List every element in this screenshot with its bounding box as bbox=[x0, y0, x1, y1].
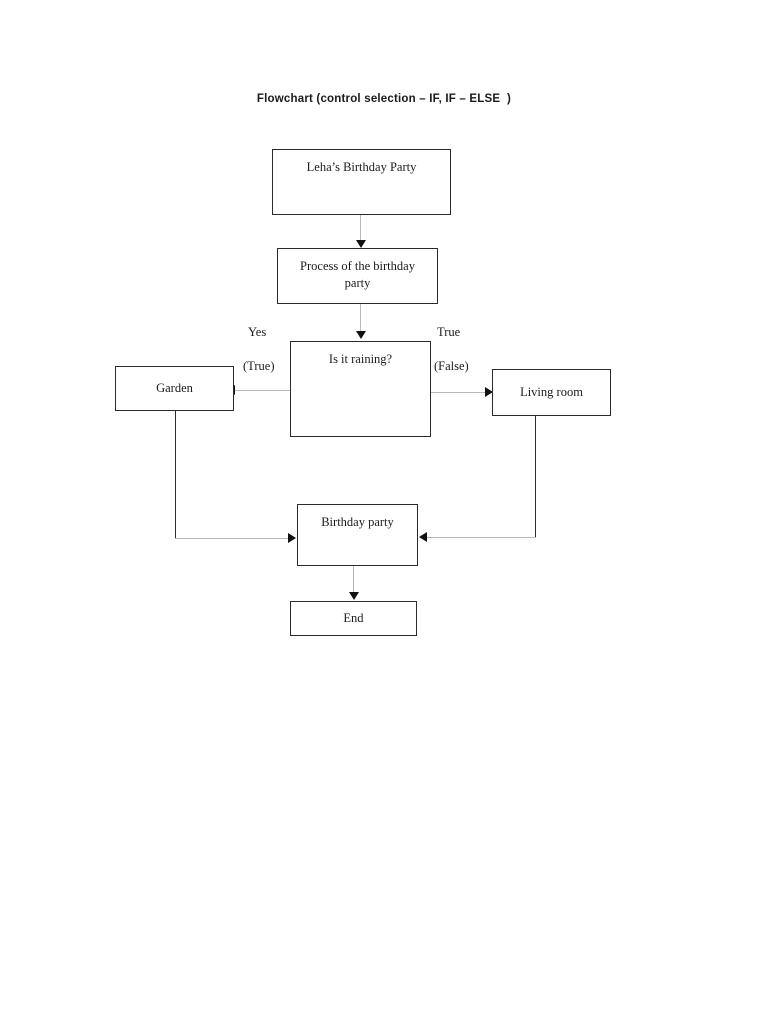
arrowhead-right-icon bbox=[485, 387, 493, 397]
connector-livingroom-drop bbox=[535, 416, 536, 538]
page-title: Flowchart (control selection – IF, IF – … bbox=[256, 93, 512, 105]
flow-node-end-label: End bbox=[343, 611, 364, 626]
flow-node-end[interactable]: End bbox=[290, 601, 417, 636]
arrowhead-down-icon bbox=[356, 331, 366, 339]
flow-node-start[interactable]: Leha’s Birthday Party bbox=[272, 149, 451, 215]
flow-node-garden[interactable]: Garden bbox=[115, 366, 234, 411]
arrowhead-down-icon bbox=[356, 240, 366, 248]
connector-garden-to-birthday bbox=[175, 538, 290, 539]
connector-decision-to-livingroom bbox=[431, 392, 492, 393]
flow-node-livingroom-label: Living room bbox=[520, 385, 583, 400]
connector-process-to-decision bbox=[360, 304, 361, 334]
flow-node-livingroom[interactable]: Living room bbox=[492, 369, 611, 416]
flow-node-decision[interactable]: Is it raining? bbox=[290, 341, 431, 437]
connector-start-to-process bbox=[360, 215, 361, 244]
connector-livingroom-to-birthday bbox=[427, 537, 536, 538]
edge-label-true: True bbox=[437, 325, 461, 339]
flow-node-process-label: Process of the birthday party bbox=[300, 259, 415, 290]
edge-label-false-paren: (False) bbox=[434, 359, 469, 373]
arrowhead-right-icon bbox=[288, 533, 296, 543]
edge-label-yes: Yes bbox=[248, 325, 267, 339]
edge-label-true-paren: (True) bbox=[243, 359, 275, 373]
flow-node-birthday-party[interactable]: Birthday party bbox=[297, 504, 418, 566]
arrowhead-down-icon bbox=[349, 592, 359, 600]
flow-node-start-label: Leha’s Birthday Party bbox=[306, 160, 417, 174]
connector-birthday-to-end bbox=[353, 566, 354, 595]
flow-node-decision-label: Is it raining? bbox=[328, 352, 393, 366]
connector-garden-drop bbox=[175, 411, 176, 539]
flow-node-process[interactable]: Process of the birthday party bbox=[277, 248, 438, 304]
connector-decision-to-garden bbox=[234, 390, 291, 391]
flow-node-garden-label: Garden bbox=[156, 381, 193, 396]
flow-node-birthday-party-label: Birthday party bbox=[321, 515, 394, 529]
arrowhead-left-icon bbox=[419, 532, 427, 542]
